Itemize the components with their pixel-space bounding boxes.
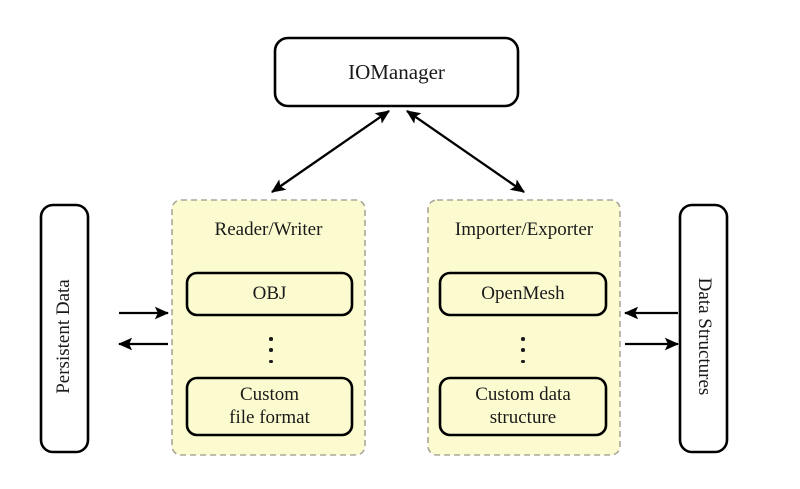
ellipsis-dot [269, 359, 273, 363]
connector-importerexporter-iomanager [406, 110, 525, 193]
ellipsis-dot [269, 337, 273, 341]
node-custom-data-structure [438, 376, 608, 437]
ellipsis-dot [521, 348, 525, 352]
ellipsis-dot [521, 359, 525, 363]
node-obj [185, 271, 354, 317]
ellipsis-dot [269, 348, 273, 352]
ellipsis-importer-exporter [515, 337, 531, 363]
ellipsis-dot [521, 337, 525, 341]
node-iomanager [273, 36, 520, 108]
connector-readerwriter-iomanager [271, 110, 390, 193]
node-data-structures [678, 203, 729, 454]
node-openmesh [438, 271, 608, 317]
node-custom-file-format [185, 376, 354, 437]
node-persistent-data [39, 203, 90, 454]
ellipsis-reader-writer [263, 337, 279, 363]
